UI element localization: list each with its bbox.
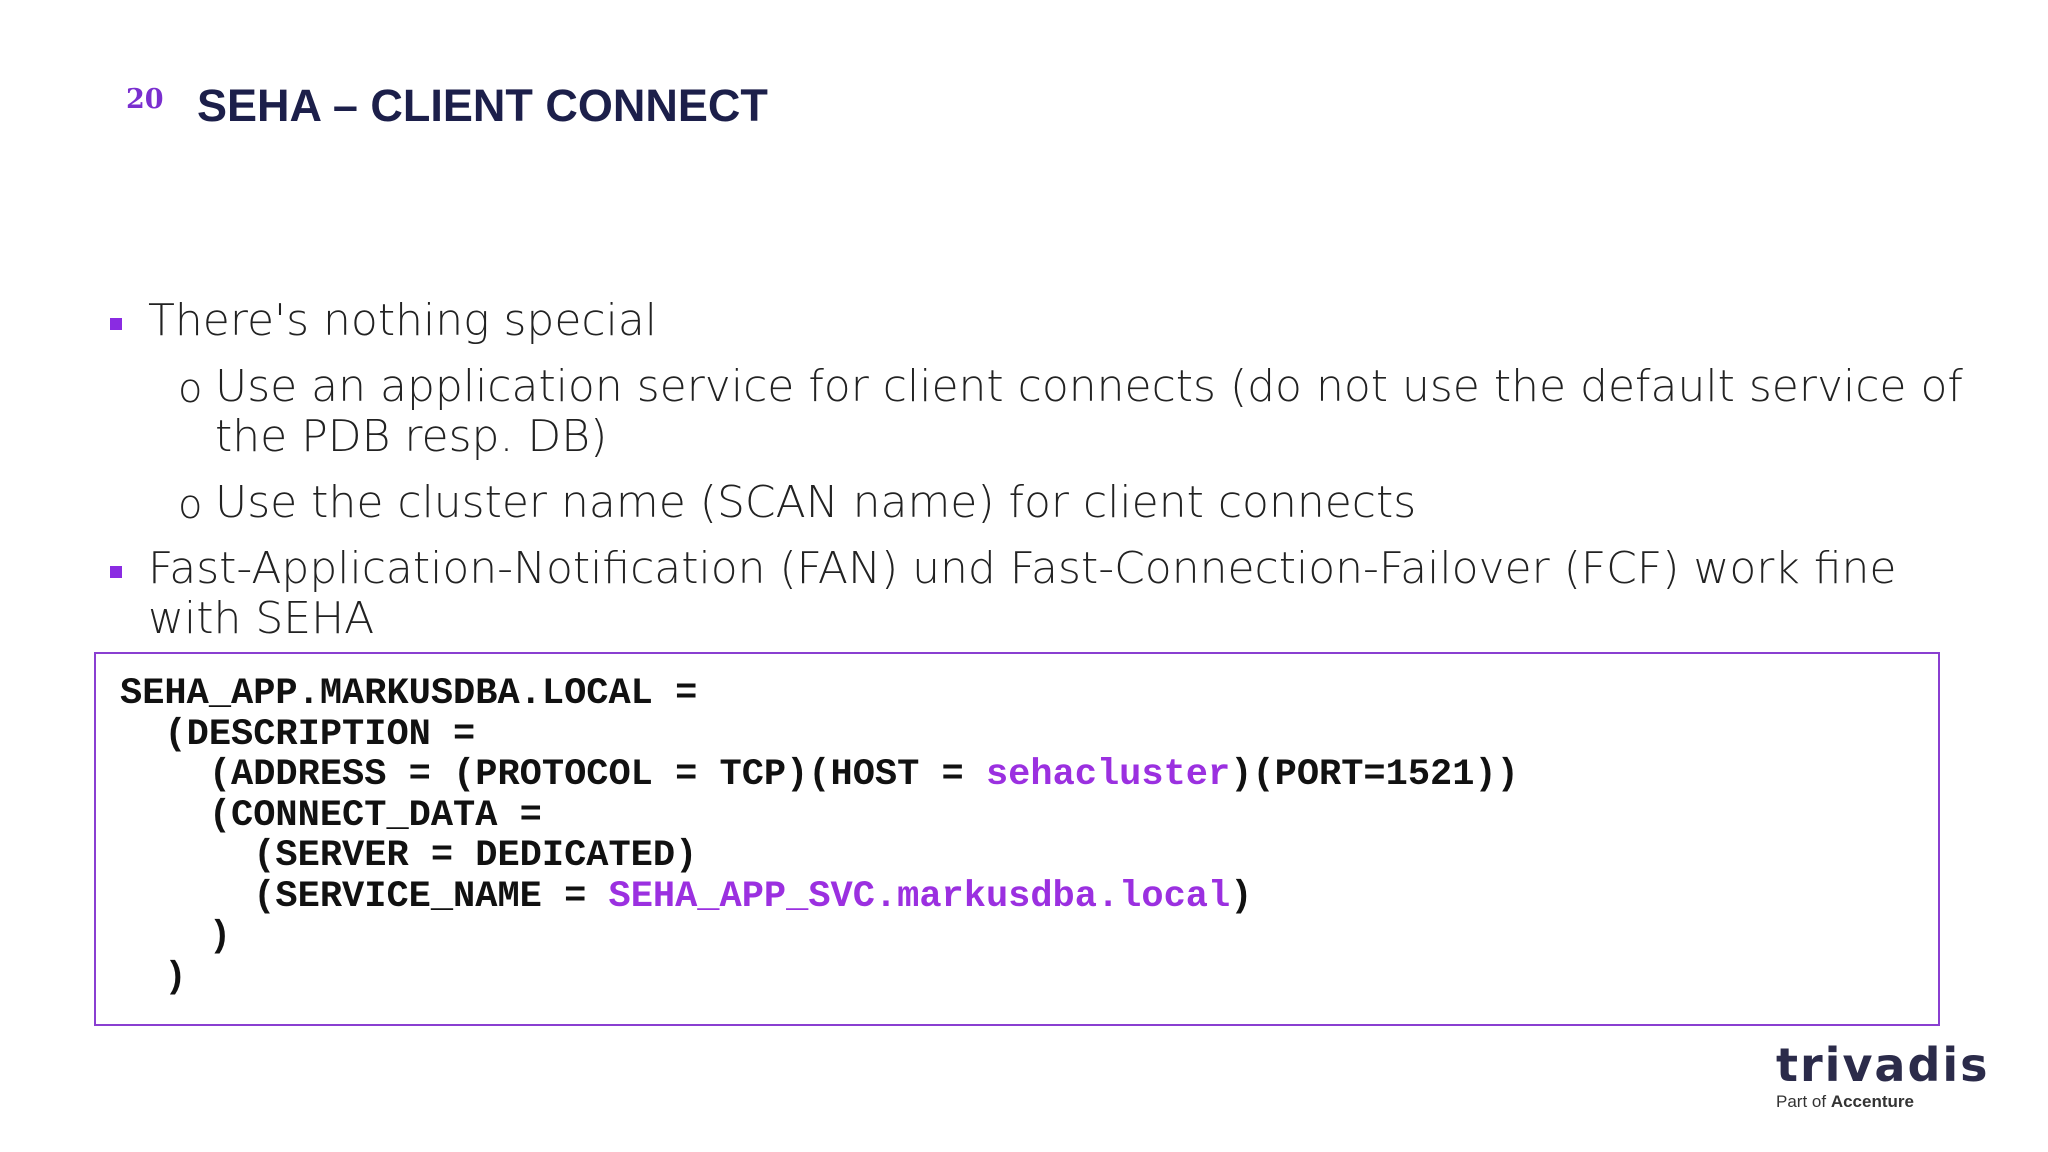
code-line: (CONNECT_DATA = <box>120 794 542 837</box>
code-line: (ADDRESS = (PROTOCOL = TCP)(HOST = <box>120 754 986 796</box>
logo-sub-brand: Accenture <box>1830 1092 1914 1111</box>
slide-title: SEHA – CLIENT CONNECT <box>197 80 768 131</box>
square-bullet-icon <box>110 566 122 578</box>
code-line: SEHA_APP.MARKUSDBA.LOCAL = <box>120 673 698 715</box>
logo-subtitle: Part of Accenture <box>1776 1092 1990 1112</box>
tnsnames-code: SEHA_APP.MARKUSDBA.LOCAL = (DESCRIPTION … <box>120 674 1519 998</box>
bullet-text: There's nothing special <box>148 295 658 346</box>
bullet-item: Fast-Application-Notification (FAN) und … <box>110 544 1970 644</box>
slide-number: 20 <box>126 84 164 115</box>
sub-bullet-text: Use the cluster name (SCAN name) for cli… <box>215 477 1417 528</box>
code-host-highlight: sehacluster <box>985 754 1231 796</box>
sub-bullet-item: o Use an application service for client … <box>110 362 1970 462</box>
bullet-text: Fast-Application-Notification (FAN) und … <box>148 543 1897 644</box>
square-bullet-icon <box>110 318 122 330</box>
circle-bullet-icon: o <box>178 482 203 528</box>
bullet-list: There's nothing special o Use an applica… <box>110 296 1970 660</box>
tnsnames-code-box: SEHA_APP.MARKUSDBA.LOCAL = (DESCRIPTION … <box>94 652 1940 1026</box>
code-line: ) <box>1230 875 1253 918</box>
code-line: (SERVER = DEDICATED) <box>120 835 698 877</box>
code-service-highlight: SEHA_APP_SVC.markusdba.local <box>608 875 1231 918</box>
logo-sub-prefix: Part of <box>1776 1092 1831 1111</box>
code-line: ) <box>120 916 232 958</box>
sub-bullet-item: o Use the cluster name (SCAN name) for c… <box>110 477 1970 529</box>
code-line: (DESCRIPTION = <box>120 713 476 756</box>
code-line: (SERVICE_NAME = <box>120 875 609 918</box>
bullet-item: There's nothing special <box>110 296 1970 346</box>
code-line: )(PORT=1521)) <box>1230 754 1519 796</box>
logo-wordmark: trivadis <box>1776 1038 1990 1092</box>
circle-bullet-icon: o <box>178 366 203 412</box>
sub-bullet-text: Use an application service for client co… <box>215 361 1963 462</box>
code-line: ) <box>120 956 187 999</box>
trivadis-logo: trivadis Part of Accenture <box>1776 1042 1990 1112</box>
